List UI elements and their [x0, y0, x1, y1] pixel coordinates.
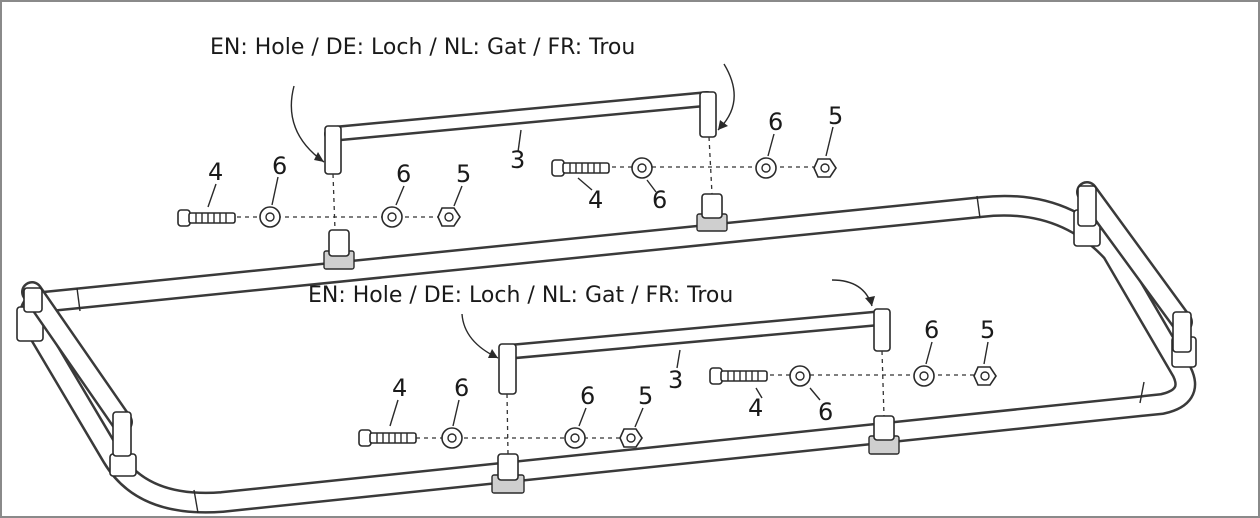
- part-number-bar: 3: [510, 146, 525, 174]
- hole-callout-bottom: EN: Hole / DE: Loch / NL: Gat / FR: Trou: [308, 283, 733, 308]
- nut: [813, 158, 837, 178]
- part-number-washer: 6: [924, 316, 939, 344]
- lower-bar-assembly: [358, 279, 997, 455]
- part-number-bolt: 4: [588, 186, 603, 214]
- side-post-left: [21, 281, 133, 457]
- part-number-bolt: 4: [748, 394, 763, 422]
- part-number-nut: 5: [980, 316, 995, 344]
- part-number-bolt: 4: [208, 158, 223, 186]
- bolt: [551, 159, 610, 177]
- bolt: [358, 429, 417, 447]
- part-number-nut: 5: [828, 102, 843, 130]
- nut: [619, 428, 643, 448]
- side-post-right: [1076, 181, 1193, 353]
- bolt: [177, 209, 236, 227]
- nut: [973, 366, 997, 386]
- upper-bar-assembly: [177, 63, 837, 231]
- part-number-washer: 6: [454, 374, 469, 402]
- part-number-washer: 6: [768, 108, 783, 136]
- base-frame: [16, 194, 1197, 514]
- nut: [437, 207, 461, 227]
- part-number-bolt: 4: [392, 374, 407, 402]
- part-number-washer: 6: [272, 152, 287, 180]
- hole-callout-top: EN: Hole / DE: Loch / NL: Gat / FR: Trou: [210, 35, 635, 60]
- part-number-bar: 3: [668, 366, 683, 394]
- part-number-washer: 6: [652, 186, 667, 214]
- bolt: [709, 367, 768, 385]
- part-number-washer: 6: [396, 160, 411, 188]
- part-number-nut: 5: [456, 160, 471, 188]
- part-number-nut: 5: [638, 382, 653, 410]
- part-number-washer: 6: [818, 398, 833, 426]
- part-number-washer: 6: [580, 382, 595, 410]
